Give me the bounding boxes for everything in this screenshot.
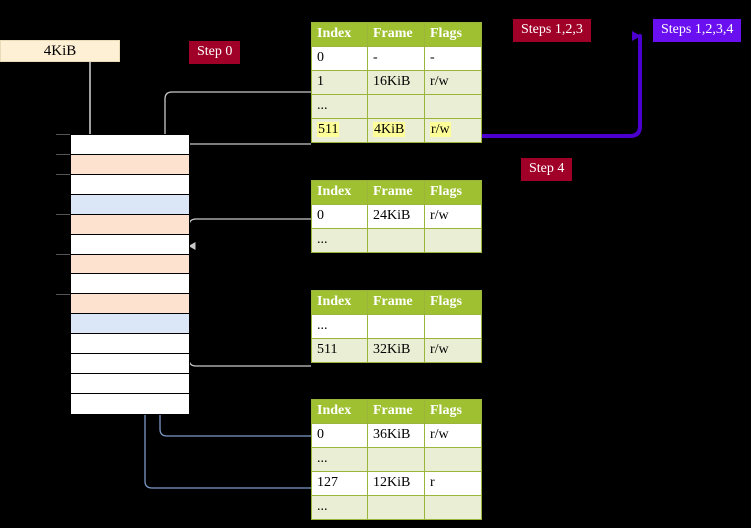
table-cell: ...	[311, 94, 368, 119]
memory-frame-row	[71, 294, 189, 315]
column-header: Index	[311, 290, 368, 315]
memory-frame-row	[71, 374, 189, 394]
table-cell: 127	[311, 471, 368, 496]
table-cell: 511	[311, 118, 368, 143]
column-header: Index	[311, 22, 368, 47]
table-cell: r/w	[424, 118, 482, 143]
table-row: ...	[311, 447, 482, 472]
table-cell: 36KiB	[367, 423, 425, 448]
grid-tick-5	[56, 294, 70, 295]
badge-step-0: Step 0	[189, 41, 241, 64]
memory-frame-row	[71, 274, 189, 295]
table-row: ...	[311, 314, 482, 339]
frame-size-banner: 4KiB	[0, 40, 120, 62]
column-header: Flags	[424, 399, 482, 424]
table-cell: ...	[311, 495, 368, 520]
memory-frame-row	[71, 214, 189, 235]
table-cell: ...	[311, 447, 368, 472]
highlighted-value: 4KiB	[373, 122, 406, 137]
table-cell: r/w	[424, 204, 482, 229]
memory-frame-row	[71, 393, 189, 414]
table-cell: 0	[311, 204, 368, 229]
memory-frame-row	[71, 174, 189, 195]
table-cell: 24KiB	[367, 204, 425, 229]
table-cell: 0	[311, 46, 368, 71]
column-header: Frame	[367, 180, 425, 205]
column-header: Flags	[424, 22, 482, 47]
wire-t2-row0-to-grid	[188, 218, 311, 250]
table-cell: r/w	[424, 70, 482, 95]
table-row: 511 4KiB r/w	[311, 118, 482, 143]
memory-frame-row	[71, 334, 189, 355]
table-cell: r/w	[424, 338, 482, 363]
table-cell: 4KiB	[367, 118, 425, 143]
table-cell	[424, 228, 482, 253]
table-cell: r	[424, 471, 482, 496]
column-header: Frame	[367, 22, 425, 47]
memory-frame-row	[71, 194, 189, 215]
memory-frame-row	[71, 234, 189, 255]
column-header: Frame	[367, 290, 425, 315]
badge-step-4: Step 4	[521, 158, 573, 181]
grid-tick-2	[56, 174, 70, 175]
column-header: Flags	[424, 290, 482, 315]
badge-steps-1234: Steps 1,2,3,4	[653, 19, 742, 42]
grid-tick-3	[56, 214, 70, 215]
table-row: ...	[311, 495, 482, 520]
table-cell	[367, 94, 425, 119]
table-cell: ...	[311, 314, 368, 339]
physical-memory-grid	[70, 134, 190, 415]
column-header: Index	[311, 399, 368, 424]
wire-t1-row1-to-grid	[164, 91, 311, 138]
table-cell	[424, 495, 482, 520]
table-cell: 16KiB	[367, 70, 425, 95]
wire-t3-row511-to-grid	[182, 316, 311, 367]
table-cell: -	[424, 46, 482, 71]
memory-frame-row	[71, 254, 189, 275]
grid-tick-4	[56, 254, 70, 255]
table-cell: 0	[311, 423, 368, 448]
memory-frame-row	[71, 314, 189, 335]
table-cell	[367, 447, 425, 472]
table-cell	[424, 94, 482, 119]
grid-tick-1	[56, 154, 70, 155]
highlighted-value: 511	[317, 122, 340, 137]
table-cell: 1	[311, 70, 368, 95]
table-row: ...	[311, 94, 482, 119]
column-header: Frame	[367, 399, 425, 424]
memory-frame-row	[71, 354, 189, 375]
table-cell	[424, 447, 482, 472]
column-header: Flags	[424, 180, 482, 205]
badge-steps-123: Steps 1,2,3	[513, 19, 591, 42]
grid-tick-0	[56, 134, 70, 135]
table-row: 0--	[311, 46, 482, 71]
table-cell	[367, 314, 425, 339]
frame-size-label: 4KiB	[43, 42, 77, 59]
table-cell	[424, 314, 482, 339]
wire-t1-row511-to-grid	[178, 143, 311, 159]
table-cell	[367, 228, 425, 253]
table-cell	[367, 495, 425, 520]
memory-frame-row	[71, 154, 189, 175]
table-cell: 32KiB	[367, 338, 425, 363]
highlighted-value: r/w	[430, 122, 451, 137]
memory-frame-row	[71, 135, 189, 155]
column-header: Index	[311, 180, 368, 205]
wire-violet-bracket	[480, 31, 642, 138]
table-cell: ...	[311, 228, 368, 253]
table-cell: 511	[311, 338, 368, 363]
table-row: ...	[311, 228, 482, 253]
table-cell: -	[367, 46, 425, 71]
table-cell: r/w	[424, 423, 482, 448]
table-cell: 12KiB	[367, 471, 425, 496]
